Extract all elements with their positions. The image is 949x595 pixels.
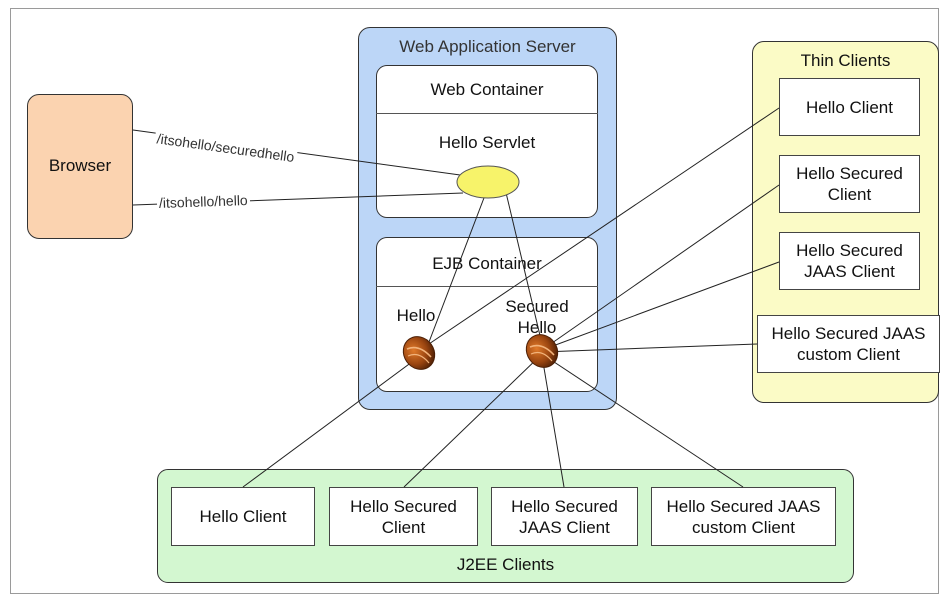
- j2ee-hello-secured-jaas-custom-client-label: Hello Secured JAAS custom Client: [666, 496, 821, 537]
- ejb-container-title: EJB Container: [432, 254, 542, 273]
- j2ee-hello-secured-jaas-custom-client: Hello Secured JAAS custom Client: [651, 487, 836, 546]
- j2ee-hello-client: Hello Client: [171, 487, 315, 546]
- hello-bean-label: Hello: [396, 306, 436, 325]
- hello-url-label: /itsohello/hello: [156, 191, 250, 211]
- edge-hello-thin-client: [419, 107, 780, 351]
- browser-node: [27, 94, 133, 239]
- thin-hello-client: Hello Client: [779, 78, 920, 136]
- web-container-divider: [376, 113, 598, 114]
- hello-bean-icon: [402, 336, 436, 370]
- secured-hello-bean-icon: [525, 334, 559, 368]
- servlet-ellipse: [456, 165, 520, 199]
- j2ee-clients-title: J2EE Clients: [456, 555, 555, 574]
- j2ee-hello-secured-jaas-client: Hello Secured JAAS Client: [491, 487, 638, 546]
- web-container-title: Web Container: [430, 80, 544, 99]
- ejb-container-divider: [376, 286, 598, 287]
- thin-clients-title: Thin Clients: [800, 51, 891, 70]
- thin-hello-secured-client-label: Hello Secured Client: [796, 164, 903, 204]
- hello-servlet-label: Hello Servlet: [438, 133, 536, 152]
- edge-secured-thin-jaas-custom: [541, 343, 758, 353]
- thin-hello-secured-jaas-client: Hello Secured JAAS Client: [779, 232, 920, 290]
- edge-secured-j2ee-jaas-custom: [541, 353, 744, 488]
- web-application-server-title: Web Application Server: [399, 37, 576, 56]
- browser-label: Browser: [48, 156, 112, 175]
- thin-hello-secured-client: Hello Secured Client: [779, 155, 920, 213]
- j2ee-hello-secured-client-label: Hello Secured Client: [350, 496, 457, 537]
- edge-hello-j2ee-client: [242, 355, 421, 488]
- j2ee-hello-secured-jaas-client-label: Hello Secured JAAS Client: [511, 496, 618, 537]
- thin-hello-client-label: Hello Client: [806, 97, 893, 117]
- secured-hello-bean-label: Secured Hello: [505, 297, 569, 337]
- edge-servlet-secured: [502, 179, 543, 345]
- j2ee-hello-secured-client: Hello Secured Client: [329, 487, 478, 546]
- edge-secured-thin-secured: [541, 184, 780, 351]
- j2ee-hello-client-label: Hello Client: [199, 507, 287, 526]
- thin-hello-secured-jaas-custom-client: Hello Secured JAAS custom Client: [757, 315, 940, 373]
- thin-hello-secured-jaas-custom-client-label: Hello Secured JAAS custom Client: [771, 324, 926, 364]
- edge-servlet-hello: [428, 189, 488, 343]
- thin-hello-secured-jaas-client-label: Hello Secured JAAS Client: [796, 241, 903, 281]
- edge-secured-j2ee-jaas: [541, 355, 565, 488]
- edge-secured-thin-jaas: [541, 261, 780, 351]
- edge-secured-j2ee-secured: [403, 353, 543, 488]
